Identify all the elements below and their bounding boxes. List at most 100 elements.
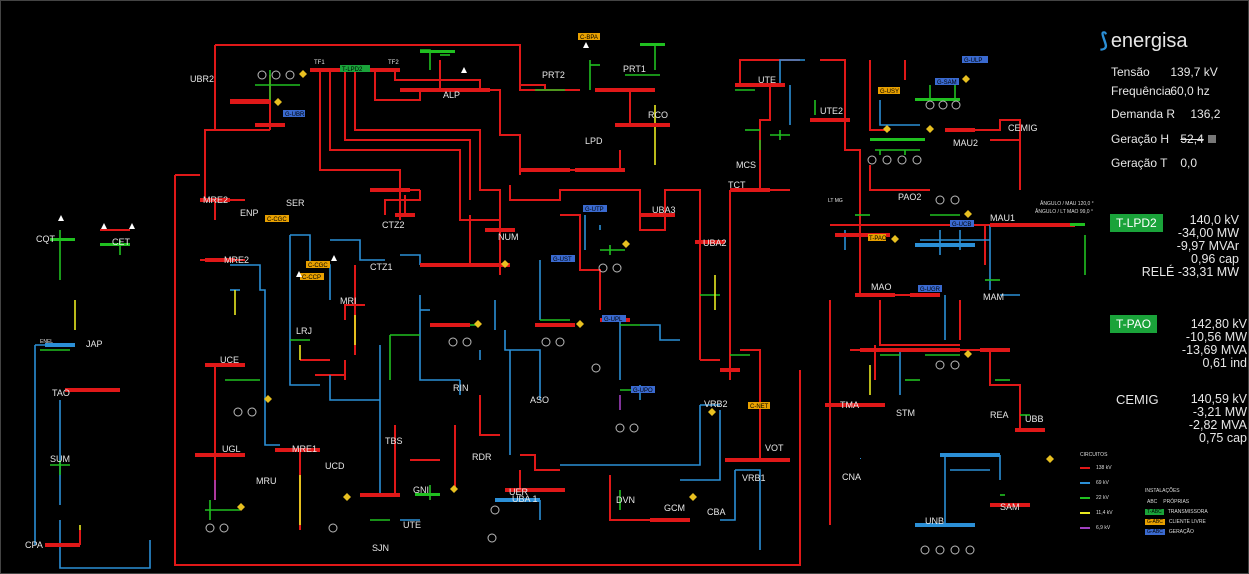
meter-value: -2,82 MVA bbox=[1188, 418, 1247, 432]
meter-value: -10,56 MW bbox=[1185, 330, 1247, 344]
summary-value: 0,0 bbox=[1180, 156, 1198, 170]
label-rea: REA bbox=[990, 410, 1009, 420]
summary-row-tensao: Tensão 139,7 kV bbox=[1111, 65, 1218, 79]
label-uba1: UBA 1 bbox=[512, 494, 538, 504]
tag-g-upo: G-UPO bbox=[633, 388, 653, 394]
label-mri: MRI bbox=[340, 296, 357, 306]
label-prt2: PRT2 bbox=[542, 70, 565, 80]
label-gcm: GCM bbox=[664, 503, 685, 513]
legend-swatch bbox=[1080, 496, 1090, 499]
summary-value: 136,2 bbox=[1190, 107, 1221, 121]
meter-value: -9,97 MVAr bbox=[1176, 239, 1239, 253]
meter-value: -3,21 MW bbox=[1192, 405, 1247, 419]
label-prt1: PRT1 bbox=[623, 64, 646, 74]
tag-g-ucb: G-UCB bbox=[952, 222, 971, 228]
label-mam: MAM bbox=[983, 292, 1004, 302]
summary-label: Geração T bbox=[1111, 156, 1168, 170]
label-stm: STM bbox=[896, 408, 915, 418]
label-vrb2: VRB2 bbox=[704, 399, 728, 409]
logo-text: energisa bbox=[1110, 30, 1188, 52]
legend-item: 6,9 kV bbox=[1080, 525, 1113, 531]
tag-g-ugr: G-UGR bbox=[920, 287, 941, 293]
legend-chip: ABC bbox=[1147, 499, 1158, 505]
tag-cbpa: C-BPA bbox=[580, 35, 598, 41]
tag-g-usy: G-USY bbox=[880, 89, 899, 95]
label-enel: ENEL bbox=[40, 339, 53, 345]
label-mru: MRU bbox=[256, 476, 277, 486]
meter-value: -13,69 MVA bbox=[1181, 343, 1247, 357]
label-num: NUM bbox=[498, 232, 519, 242]
label-ucd: UCD bbox=[325, 461, 345, 471]
legend-swatch bbox=[1080, 481, 1090, 484]
legend-item: 11,4 kV bbox=[1080, 510, 1113, 516]
label-ubr2: UBR2 bbox=[190, 74, 214, 84]
tag-g-ust: G-UST bbox=[553, 257, 572, 263]
label-rdr: RDR bbox=[472, 452, 492, 462]
meter-value: -34,00 MW bbox=[1177, 226, 1239, 240]
summary-label: Geração H bbox=[1111, 132, 1170, 146]
angle-line-1: ÂNGULO / MAU 120,0 ° bbox=[1040, 200, 1094, 207]
legend-chip: G-ABC bbox=[1145, 519, 1165, 525]
label-gni: GNI bbox=[413, 485, 429, 495]
meter-value: 0,61 ind bbox=[1202, 356, 1247, 370]
energisa-logo: ⟆energisa bbox=[1100, 28, 1188, 53]
stop-icon[interactable] bbox=[1208, 135, 1216, 143]
tag-c-ccp: C-CCP bbox=[302, 275, 321, 281]
label-ser: SER bbox=[286, 198, 305, 208]
label-jap: JAP bbox=[86, 339, 103, 349]
legend-installs-title: INSTALAÇÕES bbox=[1145, 488, 1180, 494]
legend-swatch bbox=[1080, 466, 1090, 469]
legend-swatch bbox=[1080, 526, 1090, 529]
network-6kv bbox=[214, 395, 621, 500]
label-mao: MAO bbox=[871, 282, 892, 292]
meter-badge-t-pao[interactable]: T-PAO bbox=[1110, 315, 1158, 333]
summary-value: 139,7 kV bbox=[1170, 65, 1218, 79]
label-mre2: MRE2 bbox=[224, 255, 249, 265]
label-tma: TMA bbox=[840, 400, 859, 410]
label-tf2: TF2 bbox=[388, 60, 399, 66]
label-tao: TAO bbox=[52, 388, 70, 398]
summary-label: Demanda R bbox=[1111, 107, 1176, 121]
component-tag-labels: G-UBR1 T-LPD2 C-BPA G-ULP G-SAM G-USY G-… bbox=[267, 35, 982, 410]
label-vrb1: VRB1 bbox=[742, 473, 766, 483]
bus-nodes-22 bbox=[50, 43, 1085, 496]
legend-label: 6,9 kV bbox=[1096, 525, 1111, 531]
label-ubb: UBB bbox=[1025, 414, 1044, 424]
label-pao2: PAO2 bbox=[898, 192, 921, 202]
label-cna: CNA bbox=[842, 472, 861, 482]
legend-circuits: CIRCUITOS 138 kV 69 kV 22 kV 11,4 kV 6,9… bbox=[1080, 452, 1113, 531]
meter-value: 140,0 kV bbox=[1189, 213, 1239, 227]
label-rin: RIN bbox=[453, 383, 469, 393]
label-sum: SUM bbox=[50, 454, 70, 464]
tag-c-cgc: C-CGC bbox=[267, 217, 287, 223]
label-vot: VOT bbox=[765, 443, 784, 453]
tag-g-sam: G-SAM bbox=[937, 80, 957, 86]
network-138kv bbox=[45, 44, 1040, 566]
network-11kv bbox=[74, 105, 871, 530]
legend-circuits-title: CIRCUITOS bbox=[1080, 452, 1108, 458]
label-enp: ENP bbox=[240, 208, 259, 218]
label-ctz2: CTZ2 bbox=[382, 220, 405, 230]
bus-nodes-69 bbox=[45, 243, 1000, 527]
energisa-leaf-icon: ⟆ bbox=[1100, 30, 1108, 52]
meter-value: 142,80 kV bbox=[1190, 317, 1247, 331]
alarm-icons bbox=[237, 70, 1054, 511]
meter-cemig-values: 140,59 kV -3,21 MW -2,82 MVA 0,75 cap bbox=[1140, 393, 1247, 445]
tag-t-lpd2: T-LPD2 bbox=[342, 67, 363, 73]
meter-title-cemig[interactable]: CEMIG bbox=[1116, 392, 1159, 407]
meter-value: 140,59 kV bbox=[1190, 392, 1247, 406]
label-sjn: SJN bbox=[372, 543, 389, 553]
tag-g-ubr1: G-UBR1 bbox=[285, 112, 308, 118]
meter-badge-t-lpd2[interactable]: T-LPD2 bbox=[1110, 214, 1163, 232]
meter-value: 0,75 cap bbox=[1199, 431, 1247, 445]
legend-item: 22 kV bbox=[1080, 495, 1113, 501]
legend-label: 11,4 kV bbox=[1096, 510, 1113, 516]
label-ctz1: CTZ1 bbox=[370, 262, 393, 272]
angle-readout: ÂNGULO / MAU 120,0 ° ÂNGULO / LT MAO 99,… bbox=[1035, 200, 1094, 215]
summary-value: 52,4 bbox=[1180, 132, 1204, 146]
label-ugl: UGL bbox=[222, 444, 241, 454]
